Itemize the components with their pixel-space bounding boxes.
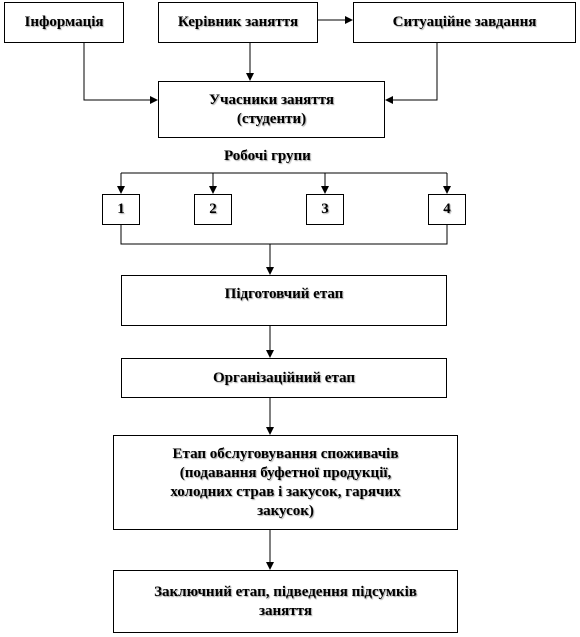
group-4-label: 4 <box>443 201 451 217</box>
group-2-label: 2 <box>209 201 217 217</box>
group-3-label: 3 <box>321 201 329 217</box>
information-box: Інформація <box>4 2 124 43</box>
group-1-label: 1 <box>117 201 125 217</box>
organizational-stage-box: Організаційний етап <box>121 358 447 398</box>
situation-task-box: Ситуаційне завдання <box>353 2 576 43</box>
participants-label: Учасники заняття (студенти) <box>209 91 334 127</box>
situation-task-label: Ситуаційне завдання <box>392 14 537 30</box>
preparatory-stage-box: Підготовчий етап <box>121 275 447 326</box>
participants-box: Учасники заняття (студенти) <box>158 81 385 138</box>
organizational-stage-label: Організаційний етап <box>213 369 355 386</box>
leader-label: Керівник заняття <box>177 14 299 30</box>
groups-merge-line <box>120 225 448 245</box>
service-stage-box: Етап обслуговування споживачів (подаванн… <box>113 435 458 530</box>
work-groups-label: Робочі групи <box>224 148 311 164</box>
information-label: Інформація <box>24 14 104 30</box>
group-box-4: 4 <box>428 194 466 225</box>
service-stage-label: Етап обслуговування споживачів (подаванн… <box>170 445 401 519</box>
group-box-2: 2 <box>194 194 232 225</box>
arrow-information-participants <box>83 43 158 104</box>
final-stage-label: Заключний етап, підведення підсумків зан… <box>154 583 417 619</box>
preparatory-stage-label: Підготовчий етап <box>224 286 344 302</box>
leader-box: Керівник заняття <box>158 2 318 43</box>
arrow-situation-participants <box>385 43 438 104</box>
group-box-3: 3 <box>306 194 344 225</box>
group-box-1: 1 <box>102 194 140 225</box>
final-stage-box: Заключний етап, підведення підсумків зан… <box>113 570 458 633</box>
